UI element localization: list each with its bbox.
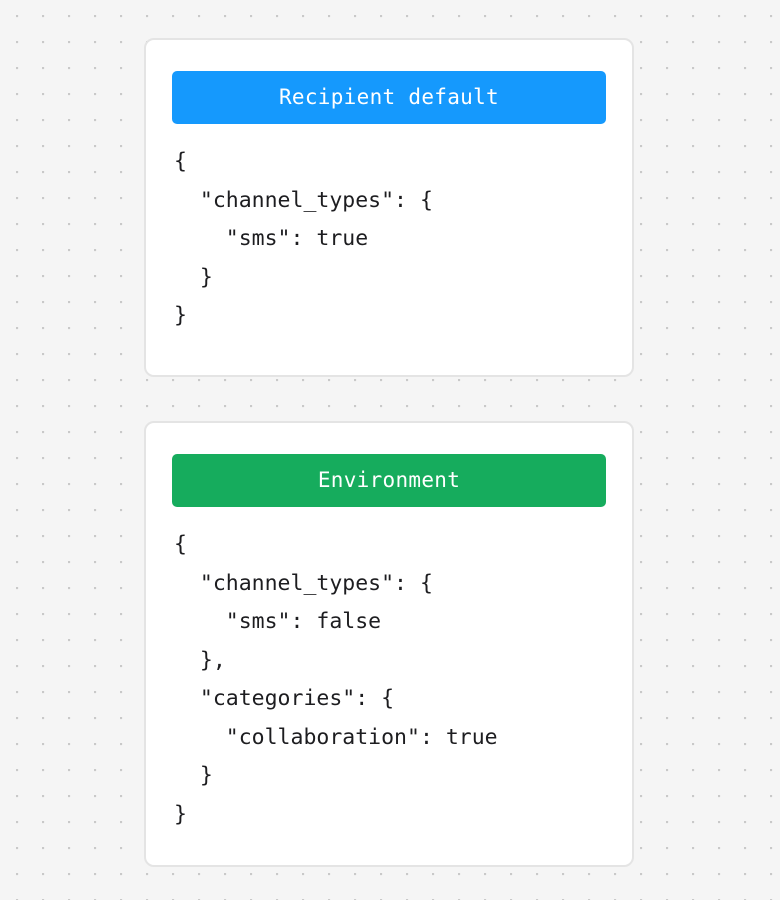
card-recipient-default[interactable]: Recipient default { "channel_types": { "… <box>144 38 634 377</box>
card-body-environment: { "channel_types": { "sms": false }, "ca… <box>174 526 618 834</box>
json-line: } <box>174 801 187 827</box>
card-header-title: Recipient default <box>278 85 500 109</box>
json-code-block: { "channel_types": { "sms": false }, "ca… <box>174 526 618 834</box>
card-environment[interactable]: Environment { "channel_types": { "sms": … <box>144 421 634 867</box>
json-line: }, <box>174 647 226 673</box>
json-line: "channel_types": { <box>174 187 433 213</box>
json-line: { <box>174 532 187 557</box>
card-header-title: Environment <box>317 468 461 492</box>
json-line: } <box>174 763 213 788</box>
json-line: "categories": { <box>174 686 395 711</box>
card-header-recipient-default: Recipient default <box>172 71 606 124</box>
json-line: { <box>174 149 187 174</box>
json-line: "sms": true <box>174 226 369 251</box>
json-line: "collaboration": true <box>174 724 498 750</box>
json-line: } <box>174 264 213 290</box>
json-line: } <box>174 303 187 328</box>
json-code-block: { "channel_types": { "sms": true }} <box>174 143 618 336</box>
card-body-recipient-default: { "channel_types": { "sms": true }} <box>174 143 618 336</box>
json-line: "channel_types": { <box>174 570 433 596</box>
card-header-environment: Environment <box>172 454 606 507</box>
json-line: "sms": false <box>174 609 382 634</box>
